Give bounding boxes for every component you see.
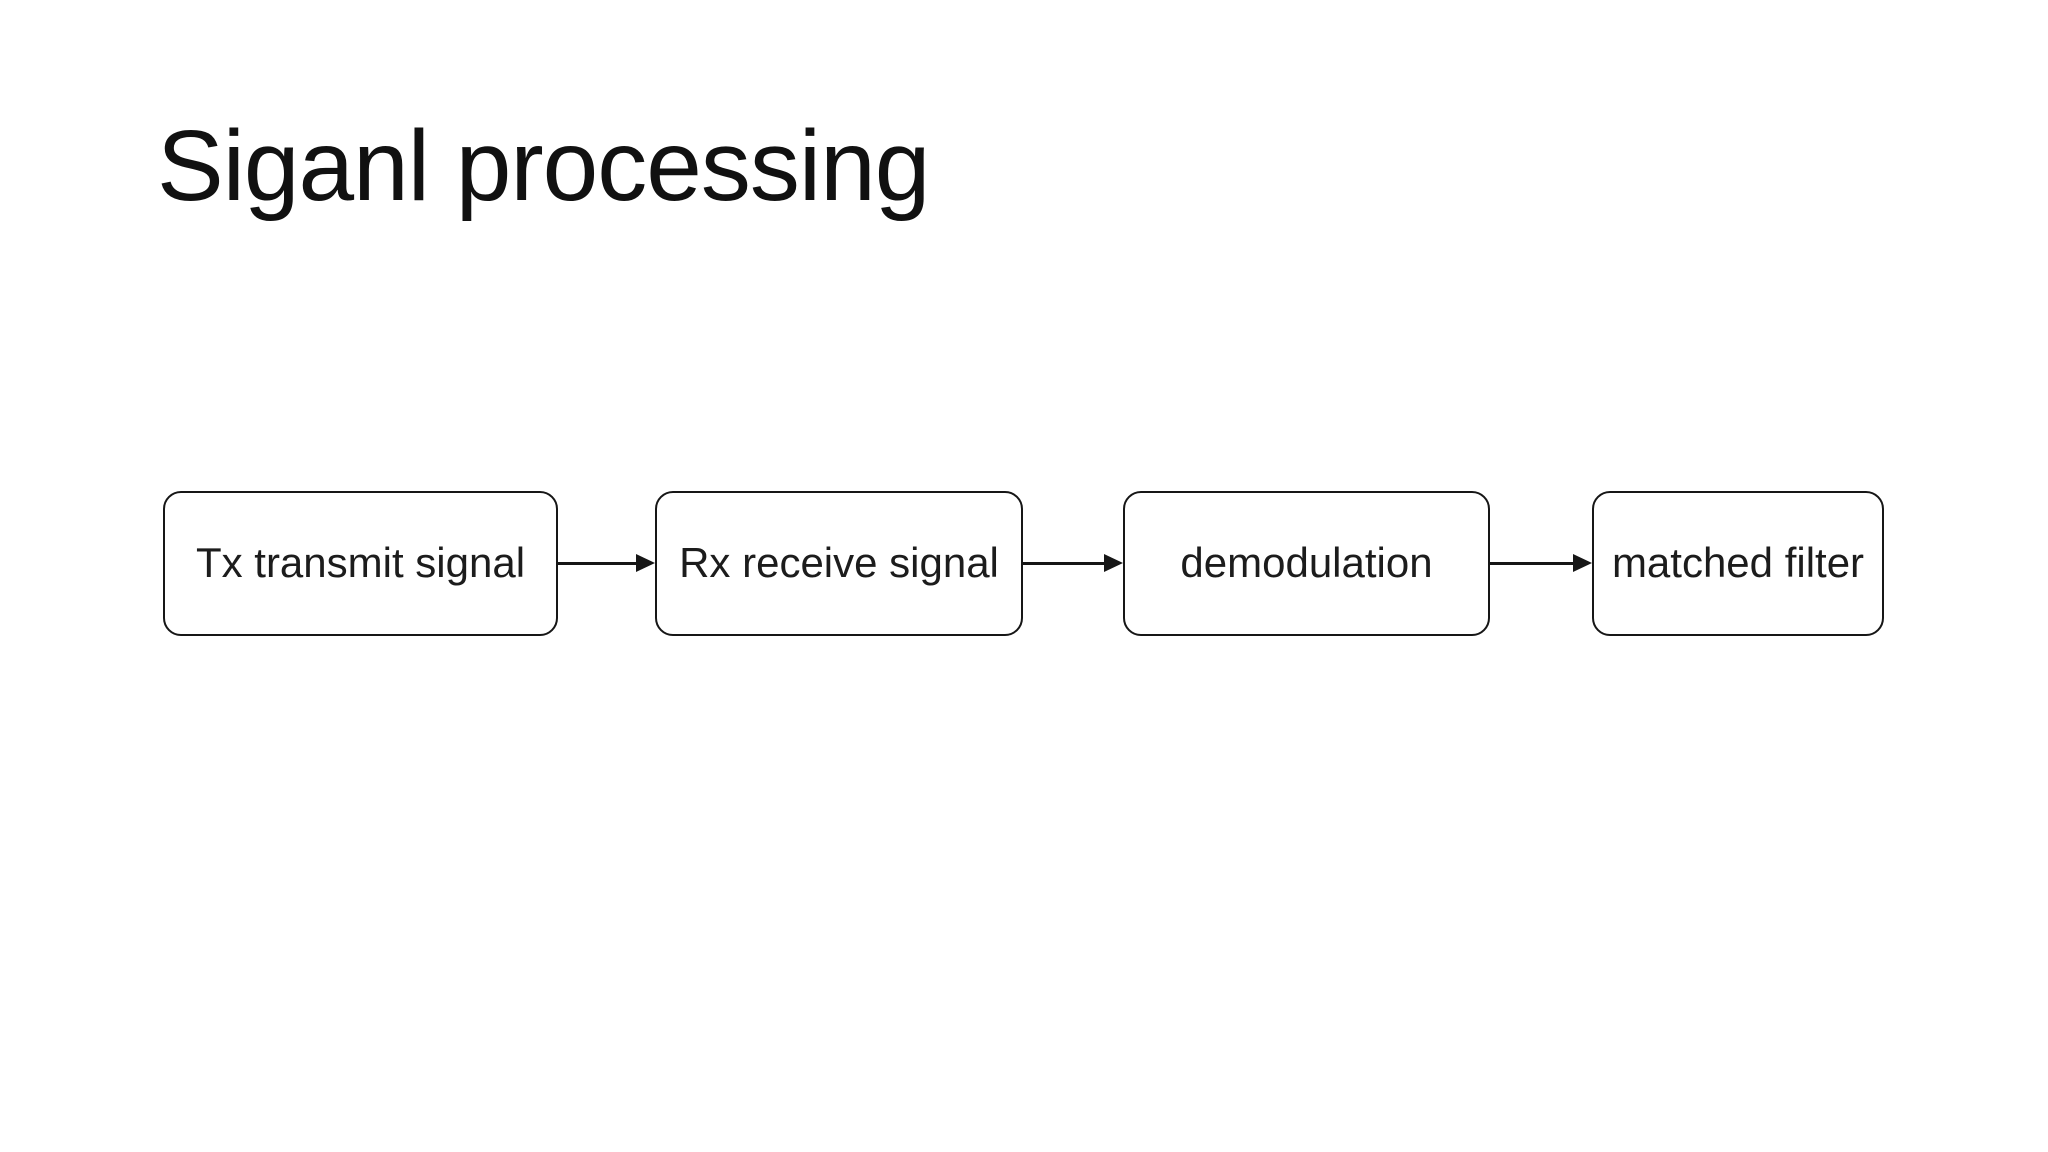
right-arrowhead-icon	[1104, 554, 1123, 572]
flow-node-matched-filter: matched filter	[1592, 491, 1884, 636]
flow-node-tx-transmit-signal: Tx transmit signal	[163, 491, 558, 636]
right-arrowhead-icon	[636, 554, 655, 572]
flow-node-rx-receive-signal: Rx receive signal	[655, 491, 1023, 636]
connector-demodulation-to-matched-filter	[1490, 553, 1592, 574]
connector-rx-to-demodulation	[1023, 553, 1123, 574]
arrow-line	[1490, 562, 1579, 565]
slide-title: Siganl processing	[157, 110, 930, 222]
arrow-line	[558, 562, 642, 565]
flow-node-demodulation: demodulation	[1123, 491, 1490, 636]
right-arrowhead-icon	[1573, 554, 1592, 572]
node-label-matched-filter: matched filter	[1611, 539, 1865, 587]
node-label-rx-receive-signal: Rx receive signal	[679, 539, 999, 587]
node-label-tx-transmit-signal: Tx transmit signal	[195, 539, 526, 587]
arrow-line	[1023, 562, 1110, 565]
connector-tx-to-rx	[558, 553, 655, 574]
node-label-demodulation: demodulation	[1180, 539, 1433, 587]
